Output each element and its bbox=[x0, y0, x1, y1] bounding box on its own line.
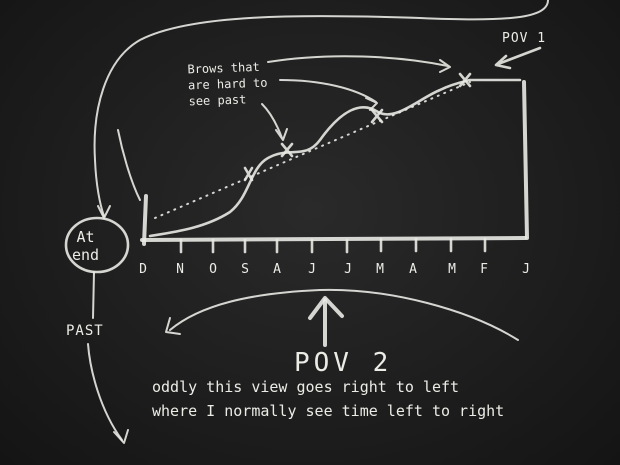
pov1-arrow bbox=[494, 46, 542, 70]
month-label: A bbox=[273, 262, 281, 277]
brow-marks bbox=[243, 72, 472, 182]
month-label: J bbox=[308, 262, 316, 277]
at-end-label: At end bbox=[72, 228, 100, 264]
past-arrow bbox=[87, 343, 123, 441]
month-label: A bbox=[409, 262, 417, 277]
tick-marks bbox=[179, 237, 487, 254]
month-label: S bbox=[241, 262, 249, 277]
note-line-1: oddly this view goes right to left bbox=[152, 378, 460, 396]
month-label: M bbox=[376, 262, 384, 277]
month-label: J bbox=[344, 262, 352, 277]
dotted-trend-line bbox=[154, 81, 471, 219]
brow-arrows bbox=[261, 55, 451, 141]
data-line bbox=[148, 78, 522, 238]
note-line-2: where I normally see time left to right bbox=[152, 402, 505, 420]
month-label: M bbox=[448, 262, 456, 277]
month-label: J bbox=[522, 262, 530, 277]
month-label: D bbox=[139, 262, 147, 277]
right-wall bbox=[522, 80, 529, 240]
past-connector bbox=[92, 271, 95, 319]
pov1-sweep-arrow bbox=[93, 0, 549, 217]
month-label: F bbox=[480, 262, 488, 277]
left-end-post bbox=[142, 194, 148, 246]
pov2-label: POV 2 bbox=[294, 348, 393, 378]
time-axis bbox=[140, 236, 527, 242]
pov1-label: POV 1 bbox=[502, 31, 547, 46]
at-end-circle bbox=[64, 216, 130, 274]
curve-to-axis bbox=[117, 129, 141, 201]
month-label: O bbox=[209, 262, 217, 277]
past-label: PAST bbox=[66, 323, 104, 339]
month-label: N bbox=[176, 262, 184, 277]
pov2-arc-arrow bbox=[169, 288, 519, 341]
